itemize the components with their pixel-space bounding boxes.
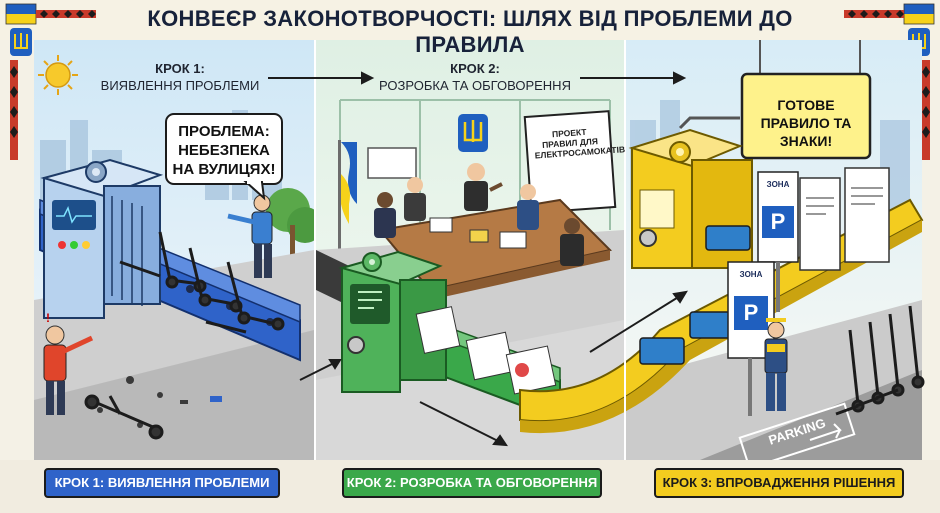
document-icons bbox=[415, 306, 557, 395]
fallen-scooter-icon bbox=[84, 394, 164, 440]
page-title: КОНВЕЄР ЗАКОНОТВОРЧОСТІ: ШЛЯХ ВІД ПРОБЛЕ… bbox=[147, 6, 793, 57]
problem-bubble-text: ПРОБЛЕМА: НЕБЕЗПЕКА НА ВУЛИЦЯХ! bbox=[172, 123, 276, 178]
header-strip bbox=[0, 0, 940, 40]
svg-text:!: ! bbox=[46, 311, 50, 325]
step-2-heading: КРОК 2: bbox=[450, 61, 500, 76]
step-3-bottom-label: КРОК 3: ВПРОВАДЖЕННЯ РІШЕННЯ bbox=[654, 468, 904, 498]
yellow-machine bbox=[628, 128, 753, 269]
drafting-machine bbox=[338, 250, 447, 393]
problem-speech-bubble bbox=[165, 113, 283, 201]
gear-icon bbox=[85, 161, 107, 183]
panel-step-1: ! bbox=[34, 40, 323, 460]
step-1-heading: КРОК 1: bbox=[155, 61, 205, 76]
step-1-heading-block: КРОК 1: ВИЯВЛЕННЯ ПРОБЛЕМИ bbox=[80, 60, 280, 94]
ornament-right-top bbox=[844, 10, 904, 18]
worker-icon bbox=[764, 318, 788, 411]
info-boards bbox=[799, 167, 890, 271]
panel-divider bbox=[624, 40, 626, 460]
zone-label-top: ЗОНА bbox=[766, 180, 790, 189]
parked-scooters bbox=[835, 305, 925, 416]
ready-rule-sign bbox=[678, 40, 872, 160]
scooter-icons bbox=[119, 231, 285, 334]
committee-members bbox=[374, 163, 584, 266]
ready-rule-text: ГОТОВЕ ПРАВИЛО ТА ЗНАКИ! bbox=[760, 97, 852, 149]
ukraine-flag-right bbox=[903, 3, 935, 25]
sun-icon bbox=[38, 55, 78, 95]
whiteboard bbox=[367, 147, 417, 179]
ornament-left-top bbox=[36, 10, 96, 18]
step-2-bottom-label: КРОК 2: РОЗРОБКА ТА ОБГОВОРЕННЯ bbox=[342, 468, 602, 498]
panel-divider bbox=[314, 40, 316, 460]
step-2-subtitle: РОЗРОБКА ТА ОБГОВОРЕННЯ bbox=[379, 78, 571, 93]
ukraine-flag-left bbox=[5, 3, 37, 25]
flow-arrows-top bbox=[268, 71, 687, 85]
parking-sign-top bbox=[757, 171, 799, 312]
gear-icon bbox=[347, 336, 365, 354]
trident-badge-left bbox=[10, 28, 32, 56]
gear-icon bbox=[639, 229, 657, 247]
gear-icon bbox=[362, 252, 382, 272]
draft-document-board bbox=[523, 110, 617, 214]
ornament-right-vertical bbox=[922, 60, 930, 160]
trident-emblem bbox=[458, 114, 488, 152]
ukraine-flag-pole bbox=[338, 140, 357, 250]
flow-arrows-middle bbox=[299, 290, 688, 447]
parking-sign-letter-top: P bbox=[770, 209, 786, 234]
zone-label-bottom: ЗОНА bbox=[739, 270, 763, 279]
alarmed-person-icon: ! bbox=[43, 311, 94, 415]
panel-step-3 bbox=[519, 40, 925, 470]
parking-sign-letter-bottom: P bbox=[743, 300, 759, 325]
step-1-bottom-label: КРОК 1: ВИЯВЛЕННЯ ПРОБЛЕМИ bbox=[44, 468, 280, 498]
draft-document-text: ПРОЕКТ ПРАВИЛ ДЛЯ ЕЛЕКТРОСАМОКАТІВ bbox=[534, 126, 626, 161]
step-1-subtitle: ВИЯВЛЕННЯ ПРОБЛЕМИ bbox=[100, 78, 260, 93]
gear-icon bbox=[669, 141, 691, 163]
scanner-machine bbox=[40, 158, 164, 319]
tablet-icons bbox=[639, 225, 751, 365]
ornament-left-vertical bbox=[10, 60, 18, 160]
debris bbox=[97, 376, 222, 428]
parking-road-marking bbox=[738, 402, 856, 470]
step-2-heading-block: КРОК 2: РОЗРОБКА ТА ОБГОВОРЕННЯ bbox=[370, 60, 580, 94]
